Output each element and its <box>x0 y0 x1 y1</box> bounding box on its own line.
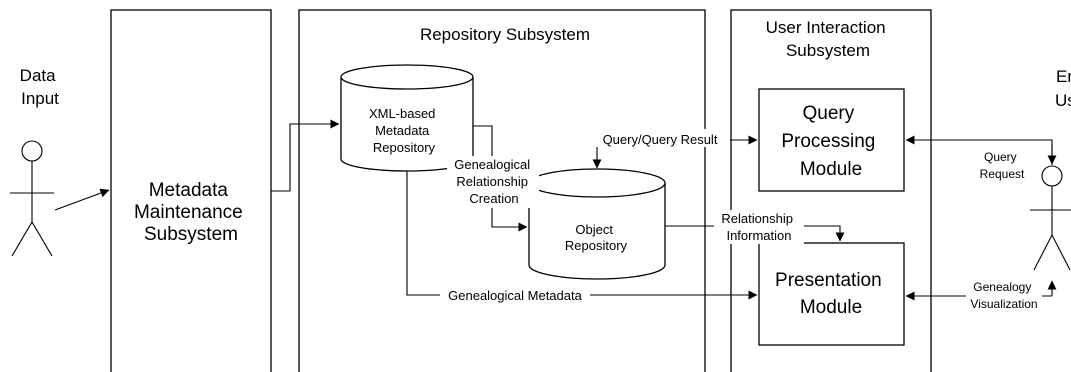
user-interaction-subsystem-title: User Interaction Subsystem <box>766 18 891 60</box>
data-input-actor-label: Data Input <box>20 66 61 108</box>
genealogy-visualization-edge-label: Genealogy Visualization <box>970 280 1037 311</box>
repository-subsystem-title: Repository Subsystem <box>420 25 590 44</box>
relationship-information-edge-label: Relationship Information <box>721 211 796 243</box>
genealogical-metadata-edge-label: Genealogical Metadata <box>448 288 582 303</box>
query-request-edge-label: Query Request <box>980 150 1025 181</box>
metadata-maintenance-subsystem-label: Metadata Maintenance Subsystem <box>134 180 248 245</box>
presentation-module-label: Presentation Module <box>775 270 887 318</box>
data-input-actor-icon <box>10 140 54 257</box>
maintenance-to-xml-repository-arrow <box>271 119 340 192</box>
query-processing-module-box <box>758 88 905 192</box>
query-processing-module-label: Query Processing Module <box>781 103 880 180</box>
presentation-module-box <box>758 242 905 346</box>
xml-metadata-repository-label: XML-based Metadata Repository <box>369 106 439 155</box>
end-user-actor-label: End User <box>1055 67 1071 110</box>
object-repository-cylinder <box>528 168 666 280</box>
relationship-creation-edge-label: Genealogical Relationship Creation <box>454 157 534 206</box>
end-user-actor-icon <box>1030 165 1071 271</box>
object-repository-label: Object Repository <box>565 222 628 253</box>
query-result-edge-label: Query/Query Result <box>603 132 718 147</box>
metadata-maintenance-subsystem-box <box>110 9 272 372</box>
genealogical-metadata-connector <box>406 171 758 300</box>
data-input-arrow <box>54 188 110 211</box>
